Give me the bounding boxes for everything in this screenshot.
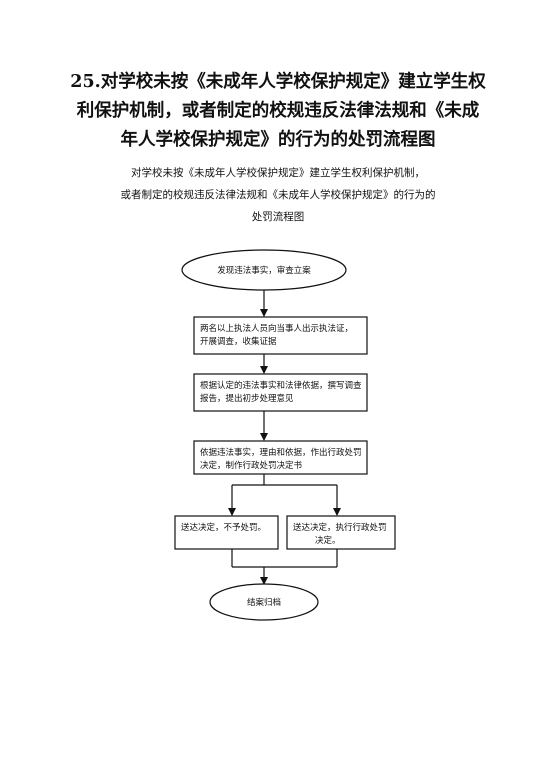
end-node-label: 结案归档: [247, 597, 281, 608]
step-investigate-line-1: 两名以上执法人员向当事人出示执法证，: [200, 323, 353, 334]
step-investigate-line-2: 开展调查，收集证据: [200, 336, 277, 347]
step-decision-line-1: 依据违法事实，理由和依据，作出行政处罚: [200, 447, 362, 458]
step-investigate-box: [193, 316, 368, 355]
title-line-3: 年人学校保护规定》的行为的处罚流程图: [120, 130, 436, 150]
branch-penalty-box: [286, 515, 396, 550]
caption-line-3: 处罚流程图: [251, 211, 305, 223]
page-title: 25.对学校未按《未成年人学校保护规定》建立学生权 利保护机制，或者制定的校规违…: [66, 68, 490, 155]
title-line-1: 25.对学校未按《未成年人学校保护规定》建立学生权: [70, 72, 486, 92]
step-decision-line-2: 决定，制作行政处罚决定书: [200, 460, 303, 471]
branch-no-penalty-box: [174, 515, 279, 550]
step-report-line-2: 报告，提出初步处理意见: [200, 393, 294, 404]
start-node-label: 发现违法事实，审查立案: [217, 265, 311, 276]
step-report-line-1: 根据认定的违法事实和法律依据，撰写调查: [200, 380, 362, 391]
step-report-box: [193, 373, 368, 412]
branch-no-penalty-label: 送达决定，不予处罚。: [181, 522, 266, 533]
caption-line-2: 或者制定的校规违反法律法规和《未成年人学校保护规定》的行为的: [120, 189, 436, 201]
diagram-caption: 对学校未按《未成年人学校保护规定》建立学生权利保护机制， 或者制定的校规违反法律…: [90, 162, 466, 228]
caption-line-1: 对学校未按《未成年人学校保护规定》建立学生权利保护机制，: [131, 167, 425, 179]
step-decision-box: [193, 440, 368, 475]
branch-penalty-line-2: 决定。: [315, 535, 341, 546]
title-line-2: 利保护机制，或者制定的校规违反法律法规和《未成: [76, 101, 480, 121]
branch-penalty-line-1: 送达决定，执行行政处罚: [293, 522, 387, 533]
end-node: [209, 583, 319, 621]
